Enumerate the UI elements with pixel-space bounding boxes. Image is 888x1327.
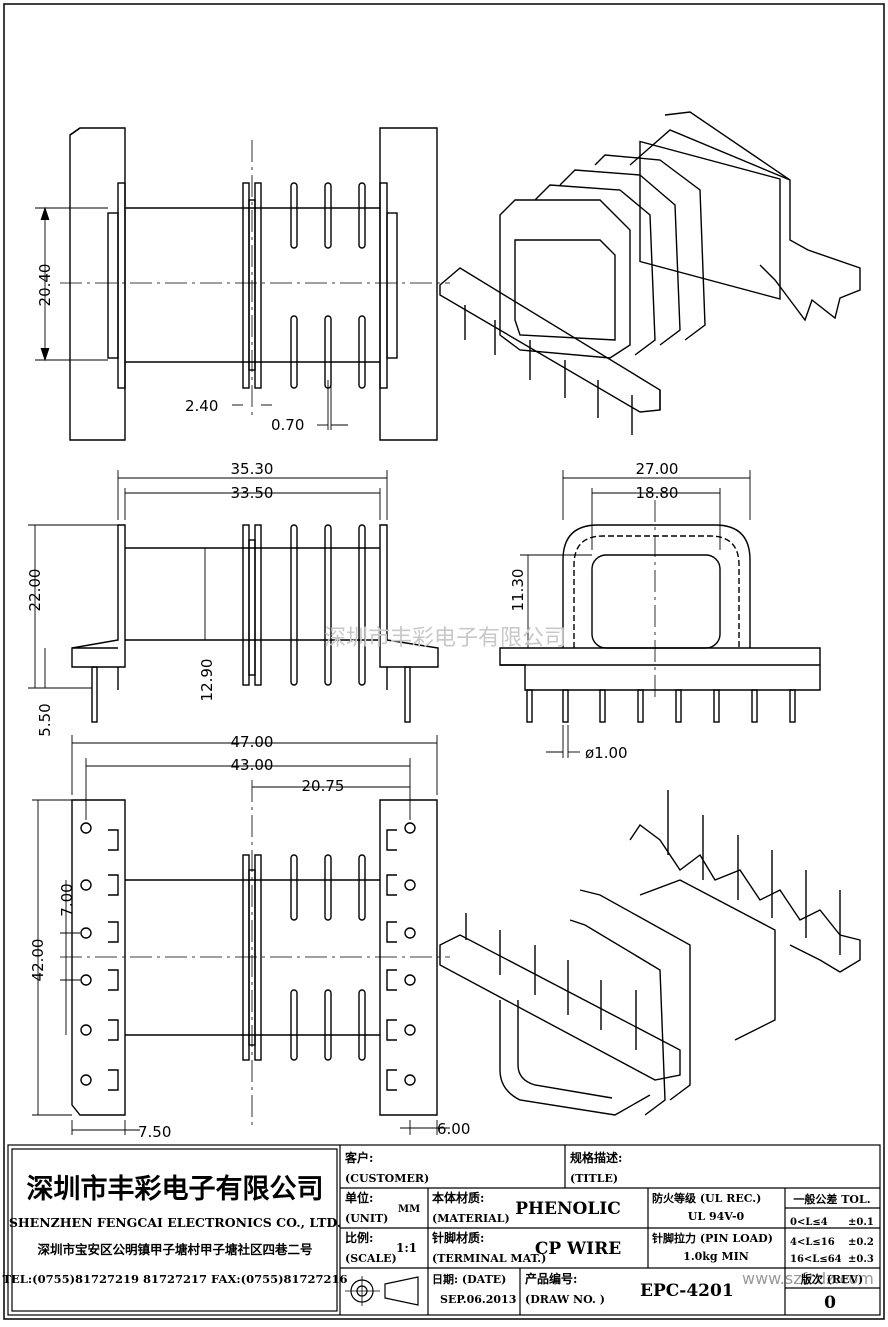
title-label: 规格描述: <box>570 1150 622 1165</box>
customer-label-en: (CUSTOMER) <box>345 1172 429 1185</box>
pinload-label: 针脚拉力 (PIN LOAD) <box>652 1231 773 1245</box>
end-view-dims <box>520 470 751 758</box>
company-name-cn: 深圳市丰彩电子有限公司 <box>27 1173 324 1205</box>
drawno-value: EPC-4201 <box>640 1281 734 1301</box>
date-value: SEP.06.2013 <box>440 1293 516 1306</box>
dim-33-50: 33.50 <box>231 484 274 502</box>
company-contact: TEL:(0755)81727219 81727217 FAX:(0755)81… <box>2 1272 347 1286</box>
dim-11-30: 11.30 <box>509 569 527 612</box>
rev-label: 版次 (REV) <box>801 1272 863 1286</box>
dim-pin-diameter: ø1.00 <box>585 744 628 762</box>
customer-label: 客户: <box>344 1150 373 1165</box>
dim-27-00: 27.00 <box>636 460 679 478</box>
dim-5-50: 5.50 <box>36 703 54 736</box>
scale-label: 比例: <box>345 1230 373 1245</box>
unit-value: MM <box>398 1204 420 1215</box>
drawno-label: 产品编号: <box>525 1271 577 1286</box>
dim-7-00: 7.00 <box>58 883 76 916</box>
tol-value-3: ±0.3 <box>848 1254 874 1265</box>
dim-7-50: 7.50 <box>138 1123 171 1141</box>
dim-18-80: 18.80 <box>636 484 679 502</box>
title-block-text: 深圳市丰彩电子有限公司 SHENZHEN FENGCAI ELECTRONICS… <box>2 1150 873 1313</box>
dim-12-90: 12.90 <box>198 659 216 702</box>
front-view <box>71 524 439 723</box>
dim-0-70: 0.70 <box>271 416 304 434</box>
unit-label: 单位: <box>345 1190 373 1205</box>
dim-47-00: 47.00 <box>231 733 274 751</box>
tol-value-2: ±0.2 <box>848 1237 874 1248</box>
scale-label-en: (SCALE) <box>345 1252 397 1265</box>
watermark: 深圳市丰彩电子有限公司 <box>324 626 566 651</box>
title-label-en: (TITLE) <box>570 1172 618 1185</box>
top-view <box>60 127 450 441</box>
tol-value-1: ±0.1 <box>848 1217 874 1228</box>
company-address: 深圳市宝安区公明镇甲子塘村甲子塘社区四巷二号 <box>37 1242 312 1257</box>
end-view <box>499 500 821 723</box>
material-value: PHENOLIC <box>515 1199 621 1219</box>
company-name-en: SHENZHEN FENGCAI ELECTRONICS CO., LTD. <box>9 1215 341 1230</box>
isometric-view-bottom <box>439 790 861 1116</box>
material-label-en: (MATERIAL) <box>432 1212 510 1225</box>
bottom-view <box>60 780 450 1125</box>
dim-22-00: 22.00 <box>26 569 44 612</box>
terminal-label-en: (TERMINAL MAT.) <box>432 1252 546 1265</box>
tol-range-3: 16<L≤64 <box>790 1254 842 1265</box>
scale-value: 1:1 <box>396 1241 417 1255</box>
dim-6-00: 6.00 <box>437 1120 470 1138</box>
tolerance-label: 一般公差 TOL. <box>793 1192 870 1206</box>
isometric-view-top <box>439 111 861 435</box>
terminal-value: CP WIRE <box>535 1239 621 1259</box>
sheet-border <box>3 3 885 1320</box>
pin-holes-left <box>80 822 92 1086</box>
rev-value: 0 <box>824 1293 836 1313</box>
bottom-view-dims <box>32 735 450 1135</box>
flame-value: UL 94V-0 <box>688 1210 745 1223</box>
unit-label-en: (UNIT) <box>345 1212 388 1225</box>
dim-35-30: 35.30 <box>231 460 274 478</box>
front-view-dims <box>28 470 388 689</box>
title-block <box>7 1144 881 1316</box>
dim-2-40: 2.40 <box>185 397 218 415</box>
website-watermark: www.szfcdz.com <box>742 1269 874 1288</box>
dim-43-00: 43.00 <box>231 756 274 774</box>
drawno-label-en: (DRAW NO. ) <box>525 1293 605 1306</box>
dim-20-75: 20.75 <box>302 777 345 795</box>
tol-range-1: 0<L≤4 <box>790 1217 828 1228</box>
pin-holes-right <box>404 822 416 1086</box>
top-view-dims <box>35 206 348 430</box>
material-label: 本体材质: <box>432 1190 484 1205</box>
dim-42-00: 42.00 <box>29 939 47 982</box>
tol-range-2: 4<L≤16 <box>790 1237 835 1248</box>
dim-20-40: 20.40 <box>36 264 54 307</box>
pinload-value: 1.0kg MIN <box>683 1250 749 1263</box>
flame-label: 防火等级 (UL REC.) <box>652 1191 761 1205</box>
date-label: 日期: (DATE) <box>432 1272 506 1286</box>
terminal-label: 针脚材质: <box>432 1230 484 1245</box>
